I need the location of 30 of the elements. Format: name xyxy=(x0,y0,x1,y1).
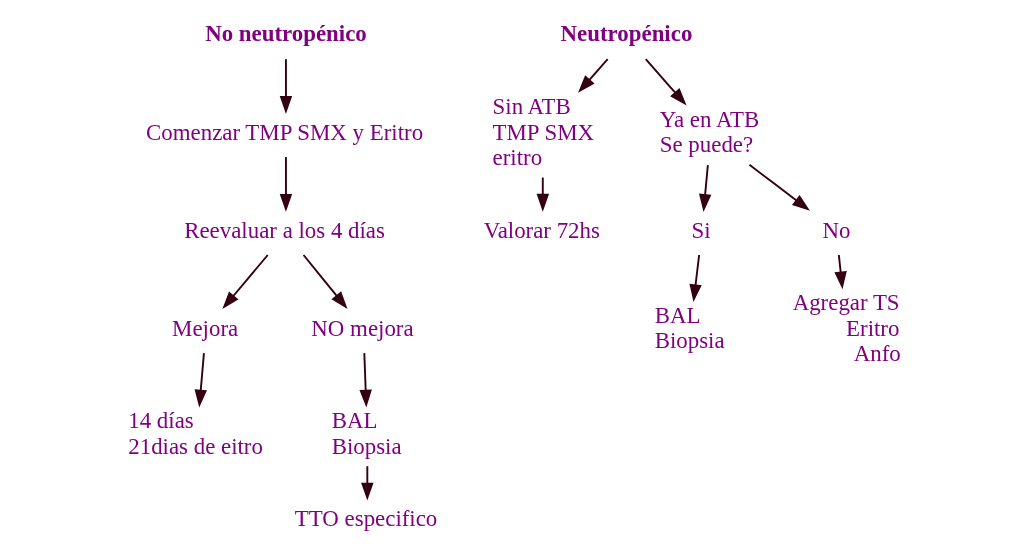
node-text: Valorar 72hs xyxy=(483,217,600,243)
node-text: Si xyxy=(691,217,711,243)
node-text: BAL Biopsia xyxy=(331,408,402,459)
node-text: 14 días 21dias de eitro xyxy=(128,408,263,459)
arrow xyxy=(644,58,687,106)
node-text: No neutropénico xyxy=(205,20,367,46)
arrow xyxy=(578,58,609,93)
node-text: No xyxy=(822,217,851,243)
node-text: Neutropénico xyxy=(560,20,693,46)
arrow xyxy=(536,176,550,212)
arrow xyxy=(361,465,374,501)
node-text: Ya en ATB Se puede? xyxy=(659,107,760,158)
arrow xyxy=(222,254,269,310)
arrow xyxy=(279,156,293,212)
arrow xyxy=(698,164,712,212)
node-text: NO mejora xyxy=(311,315,414,341)
node-text: Sin ATB TMP SMX eritro xyxy=(492,94,595,171)
node-text: BAL Biopsia xyxy=(654,302,725,354)
arrow xyxy=(359,352,372,408)
node-text: Mejora xyxy=(172,315,239,341)
arrow xyxy=(834,254,847,290)
arrow xyxy=(279,58,293,114)
arrow xyxy=(748,163,810,211)
arrow xyxy=(194,352,207,408)
node-text: Agregar TS Eritro Anfo xyxy=(792,290,901,367)
arrow xyxy=(689,254,702,303)
node-text: TTO especifico xyxy=(294,506,438,532)
node-text: Reevaluar a los 4 días xyxy=(184,217,385,243)
arrow xyxy=(302,254,348,310)
node-text: Comenzar TMP SMX y Eritro xyxy=(146,119,424,145)
